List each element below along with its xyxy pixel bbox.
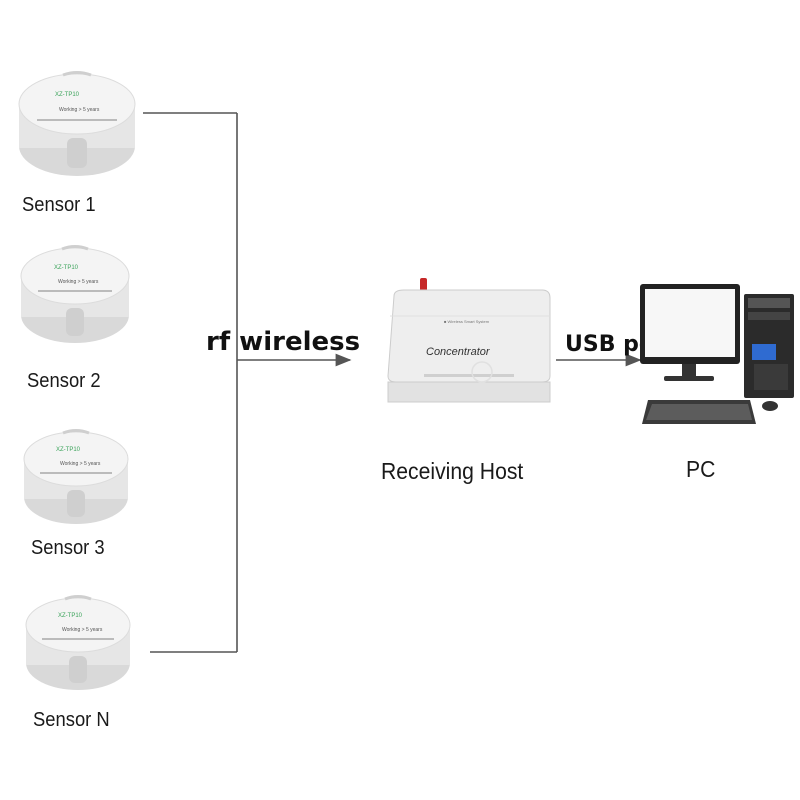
sensor-working-text: Working > 5 years bbox=[59, 107, 100, 113]
rf-wireless-label: rf wireless bbox=[206, 327, 361, 357]
concentrator-text: Concentrator bbox=[426, 346, 491, 358]
sensor-model-text: XZ-TP10 bbox=[55, 92, 80, 98]
pc-label: PC bbox=[686, 456, 716, 482]
sensor-model-text: XZ-TP10 bbox=[54, 265, 79, 271]
receiving-host-label: Receiving Host bbox=[381, 458, 524, 484]
sensor-working-text: Working > 5 years bbox=[62, 627, 103, 633]
sensor-model-text: XZ-TP10 bbox=[56, 447, 81, 453]
sensor-model-text: XZ-TP10 bbox=[58, 613, 83, 619]
sensor-2-device: XZ-TP10 Working > 5 years bbox=[20, 245, 130, 343]
sensor-n-label: Sensor N bbox=[33, 709, 110, 731]
sensor-working-text: Working > 5 years bbox=[60, 461, 101, 467]
sensor-3-label: Sensor 3 bbox=[31, 537, 105, 559]
sensor-2-label: Sensor 2 bbox=[27, 370, 101, 392]
sensor-n-device: XZ-TP10 Working > 5 years bbox=[25, 595, 131, 690]
sensor-1-device: XZ-TP10 Working > 5 years bbox=[18, 71, 136, 176]
concentrator-device: ■ Wireless Smart System Concentrator bbox=[387, 278, 551, 403]
sensor-working-text: Working > 5 years bbox=[58, 279, 99, 285]
sensor-1-label: Sensor 1 bbox=[22, 194, 96, 216]
svg-text:■ Wireless Smart System: ■ Wireless Smart System bbox=[444, 319, 490, 324]
pc-device bbox=[640, 284, 794, 424]
sensor-3-device: XZ-TP10 Working > 5 years bbox=[23, 429, 129, 524]
